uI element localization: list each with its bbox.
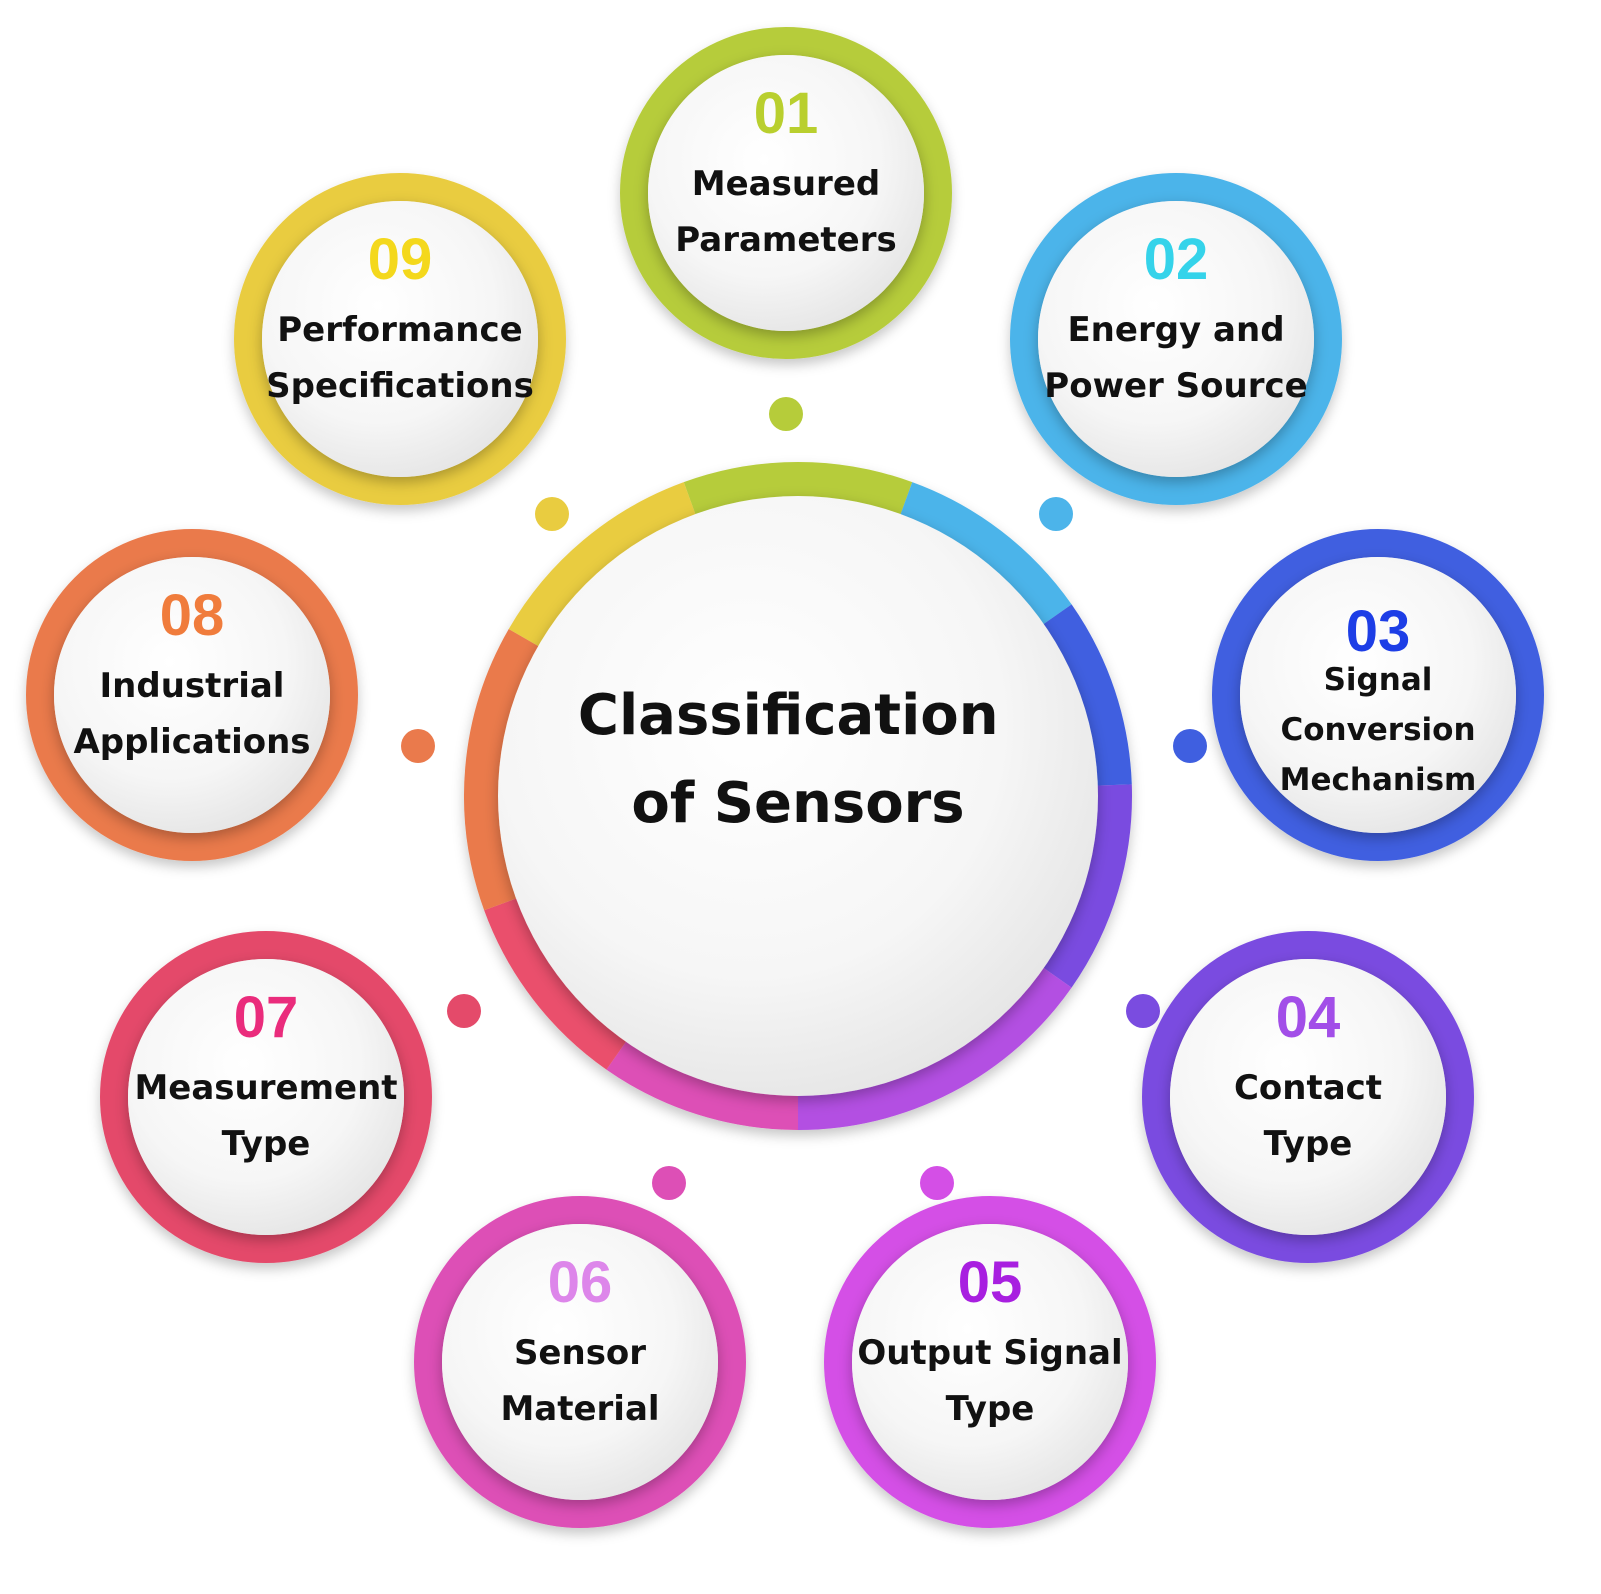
node-ring: [26, 529, 358, 861]
center-title-line-2: of Sensors: [631, 771, 964, 836]
node-disc: [648, 55, 924, 331]
node-ring: [1142, 931, 1474, 1263]
center-ring-segment: [683, 462, 913, 517]
node-number: 07: [234, 985, 299, 1050]
node-disc: [128, 959, 404, 1235]
node-label-line: Industrial: [100, 666, 285, 706]
node-ring: [824, 1196, 1156, 1528]
center-ring-segment: [797, 966, 1072, 1130]
node-label-line: Contact: [1234, 1068, 1382, 1108]
node-number: 08: [160, 583, 225, 648]
center-segmented-ring: [464, 462, 1132, 1130]
node-disc: [1240, 557, 1516, 833]
node-number: 06: [548, 1250, 613, 1315]
node-label-line: Energy and: [1067, 310, 1284, 350]
connector-dot: [535, 497, 569, 531]
center-ring-segment: [606, 1039, 799, 1130]
node-label-line: Measured: [692, 164, 880, 204]
center-ring-segment: [508, 482, 697, 648]
connector-dot: [652, 1166, 686, 1200]
node-ring: [234, 173, 566, 505]
node-ring: [1010, 173, 1342, 505]
node-disc: [54, 557, 330, 833]
node-number: 09: [368, 227, 433, 292]
center-ring-segment: [464, 629, 540, 911]
node-label-line: Mechanism: [1280, 762, 1477, 798]
center-title-line-1: Classification: [578, 683, 999, 748]
center-ring-segment: [1041, 784, 1132, 988]
node-label-line: Output Signal: [857, 1333, 1122, 1373]
node-ring: [100, 931, 432, 1263]
node-ring: [1212, 529, 1544, 861]
node-number: 03: [1346, 599, 1411, 664]
connector-dots: [401, 397, 1207, 1200]
node-label-line: Power Source: [1044, 366, 1307, 406]
node-disc: [1170, 959, 1446, 1235]
node-label-line: Performance: [277, 310, 522, 350]
center-title: Classification of Sensors: [578, 683, 1018, 836]
connector-dot: [1039, 497, 1073, 531]
connector-dot: [769, 397, 803, 431]
node-label-line: Specifications: [266, 366, 534, 406]
node-number: 04: [1276, 985, 1341, 1050]
node-label-line: Type: [222, 1124, 311, 1164]
node-number: 05: [958, 1250, 1023, 1315]
node-ring: [414, 1196, 746, 1528]
node-label-line: Type: [1264, 1124, 1353, 1164]
node-label-line: Material: [500, 1389, 659, 1429]
node-disc: [442, 1224, 718, 1500]
node-label-line: Signal: [1324, 662, 1433, 698]
center-ring-segment: [1041, 604, 1132, 786]
node-label-line: Parameters: [675, 220, 896, 260]
center-ring-segment: [484, 897, 628, 1070]
node-label-line: Conversion: [1280, 712, 1475, 748]
node-disc: [1038, 201, 1314, 477]
connector-dot: [1173, 729, 1207, 763]
node-ring: [620, 27, 952, 359]
node-label-line: Measurement: [134, 1068, 397, 1108]
node-label-line: Type: [946, 1389, 1035, 1429]
connector-dot: [447, 994, 481, 1028]
center-hub: Classification of Sensors: [464, 462, 1132, 1130]
connector-dot: [1126, 994, 1160, 1028]
node-number: 02: [1144, 227, 1209, 292]
node-label-line: Applications: [73, 722, 310, 762]
connector-dot: [401, 729, 435, 763]
node-number: 01: [754, 81, 819, 146]
center-disc: [498, 496, 1098, 1096]
node-disc: [852, 1224, 1128, 1500]
center-ring-segment: [899, 482, 1072, 626]
node-label-line: Sensor: [514, 1333, 646, 1373]
node-disc: [262, 201, 538, 477]
connector-dot: [920, 1166, 954, 1200]
